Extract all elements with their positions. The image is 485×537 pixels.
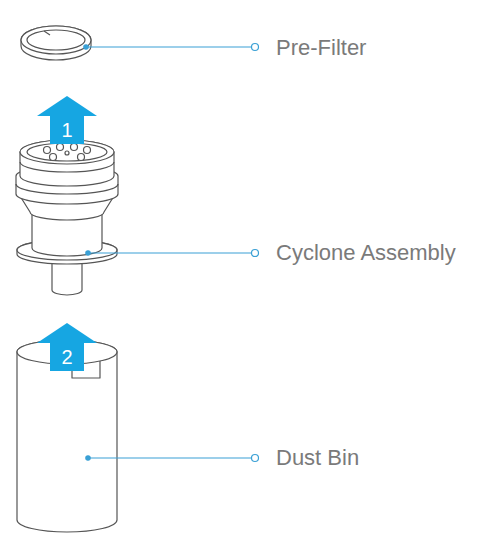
leader-lines [84,44,259,462]
part-name: Pre-Filter [276,34,366,62]
part-name: Cyclone Assembly [276,239,456,267]
callout-number: 1 [50,116,84,144]
step-arrow: 2 [37,323,97,371]
arrow-fill [37,323,97,371]
part-name: Dust Bin [276,444,359,472]
step-arrow: 1 [37,96,97,144]
callout-number: 2 [50,343,84,371]
cyclone-assembly-drawing [16,140,118,295]
arrow-fill [37,96,97,144]
pre-filter-drawing [21,26,91,60]
